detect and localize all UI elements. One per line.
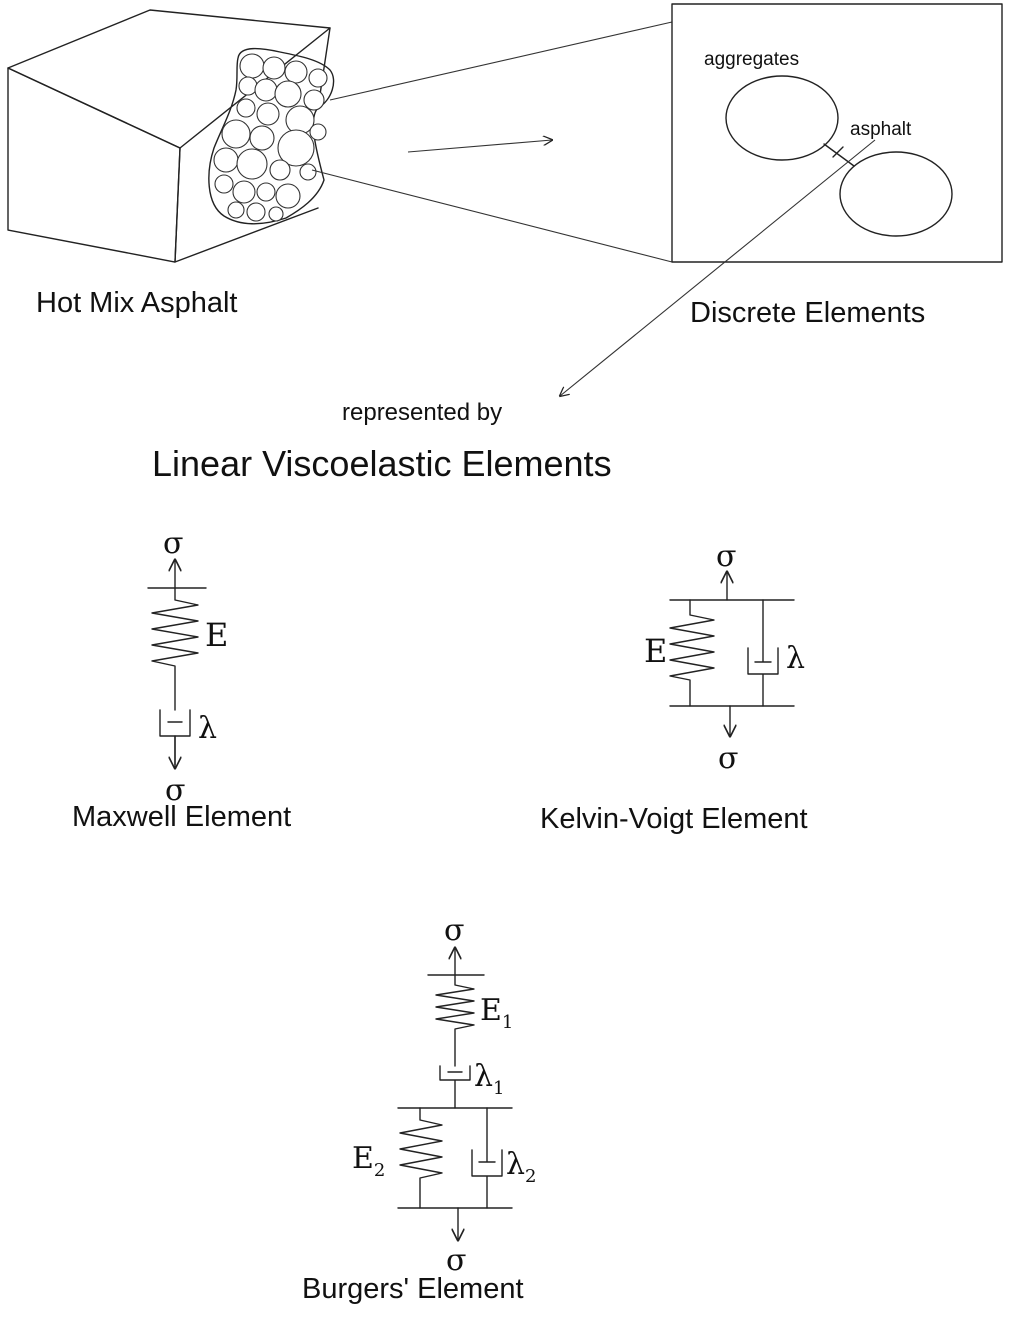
represented-by-label: represented by [342, 399, 502, 426]
kelvin-spring-label: E [644, 632, 667, 670]
burgers-title: Burgers' Element [302, 1273, 524, 1305]
burgers-dashpot-2 [471, 1107, 503, 1209]
discrete-elements-box [671, 3, 1003, 263]
zoom-line-top [329, 21, 673, 101]
burgers-dashpot-1-label: λ1 [474, 1059, 504, 1099]
maxwell-element: σ E λ σ Maxwell Element [72, 526, 291, 833]
kelvin-sigma-top: σ [716, 539, 736, 574]
kelvin-spring [669, 599, 715, 707]
maxwell-title: Maxwell Element [72, 801, 291, 833]
burgers-dashpot-1 [439, 1065, 471, 1109]
burgers-spring-2-label: E2 [352, 1141, 385, 1181]
maxwell-spring [151, 587, 199, 711]
kelvin-sigma-bottom: σ [718, 741, 738, 776]
kelvin-dashpot [747, 599, 779, 707]
burgers-spring-1-label: E1 [480, 993, 513, 1033]
hot-mix-asphalt-block [7, 9, 331, 263]
linear-viscoelastic-heading: Linear Viscoelastic Elements [152, 443, 612, 484]
aggregate-particle-2 [839, 151, 953, 237]
aggregate-cutout [208, 47, 335, 225]
asphalt-link [823, 143, 855, 167]
discrete-elements-label: Discrete Elements [690, 297, 925, 329]
transform-arrow [407, 140, 552, 153]
kelvin-title: Kelvin-Voigt Element [540, 803, 808, 835]
asphalt-link-tick [832, 146, 844, 158]
aggregates-label: aggregates [704, 49, 799, 70]
zoom-line-bottom [311, 169, 673, 263]
burgers-spring-2 [399, 1107, 443, 1209]
maxwell-spring-label: E [205, 616, 228, 654]
maxwell-sigma-bottom: σ [165, 773, 185, 808]
maxwell-sigma-top: σ [163, 526, 183, 561]
kelvin-dashpot-label: λ [786, 641, 805, 676]
burgers-dashpot-2-label: λ2 [506, 1147, 536, 1187]
burgers-spring-1 [435, 974, 475, 1067]
burgers-element: σ E1 λ1 E2 λ2 σ Burgers' Element [302, 913, 536, 1305]
represented-by-arrow [560, 139, 876, 396]
burgers-sigma-bottom: σ [446, 1243, 466, 1278]
burgers-sigma-top: σ [444, 913, 464, 948]
kelvin-voigt-element: σ E λ σ Kelvin-Voigt Element [540, 539, 808, 835]
asphalt-label: asphalt [850, 119, 912, 140]
maxwell-dashpot-label: λ [198, 711, 217, 746]
aggregate-particle-1 [725, 75, 839, 161]
hot-mix-asphalt-label: Hot Mix Asphalt [36, 287, 237, 319]
